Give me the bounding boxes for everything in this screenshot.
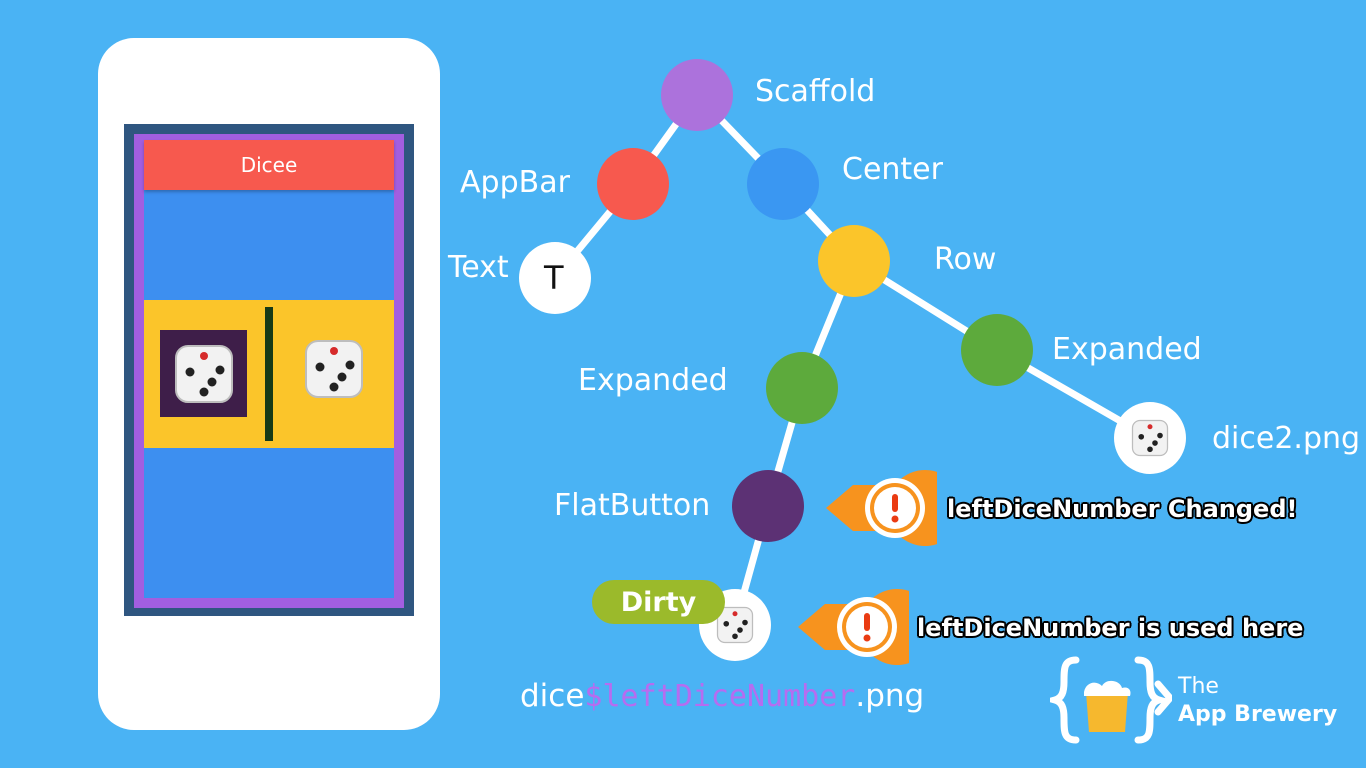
text-node	[519, 242, 591, 314]
expanded-left-label: Expanded	[578, 363, 728, 398]
app-brewery-logo	[1050, 656, 1172, 744]
center-label: Center	[842, 152, 943, 187]
row-label: Row	[934, 242, 997, 277]
scaffold-node	[661, 59, 733, 131]
right-die-icon[interactable]	[302, 337, 366, 401]
filename-suffix: .png	[855, 678, 925, 714]
appbar-label: AppBar	[460, 165, 570, 200]
dice2-label: dice2.png	[1212, 421, 1361, 456]
dice-divider	[265, 307, 273, 441]
brand-the: The	[1178, 674, 1219, 699]
row-node	[818, 225, 890, 297]
text-node-glyph: T	[544, 259, 564, 297]
changed-alert-icon	[826, 470, 937, 546]
appbar-node	[597, 148, 669, 220]
brand-name: App Brewery	[1178, 702, 1338, 727]
flatbutton-label: FlatButton	[554, 488, 711, 523]
dirty-badge: Dirty	[592, 580, 725, 624]
filename-variable: $leftDiceNumber	[584, 679, 856, 714]
filename-prefix: dice	[520, 678, 585, 714]
expanded-right-node	[961, 314, 1033, 386]
left-dice-image-die-icon	[716, 606, 754, 644]
used-callout-text: leftDiceNumber is used here	[917, 614, 1304, 642]
center-node	[747, 148, 819, 220]
dice2-die-icon	[1131, 419, 1169, 457]
used-alert-icon	[798, 589, 909, 665]
flatbutton-node	[732, 470, 804, 542]
left-die-icon	[175, 345, 233, 403]
text-label: Text	[448, 250, 509, 285]
expanded-right-label: Expanded	[1052, 332, 1202, 367]
scaffold-label: Scaffold	[755, 74, 876, 109]
app-bar-title: Dicee	[144, 140, 394, 190]
expanded-left-node	[766, 352, 838, 424]
dice-filename: dice$leftDiceNumber.png	[520, 678, 924, 715]
changed-callout-text: leftDiceNumber Changed!	[947, 495, 1298, 523]
